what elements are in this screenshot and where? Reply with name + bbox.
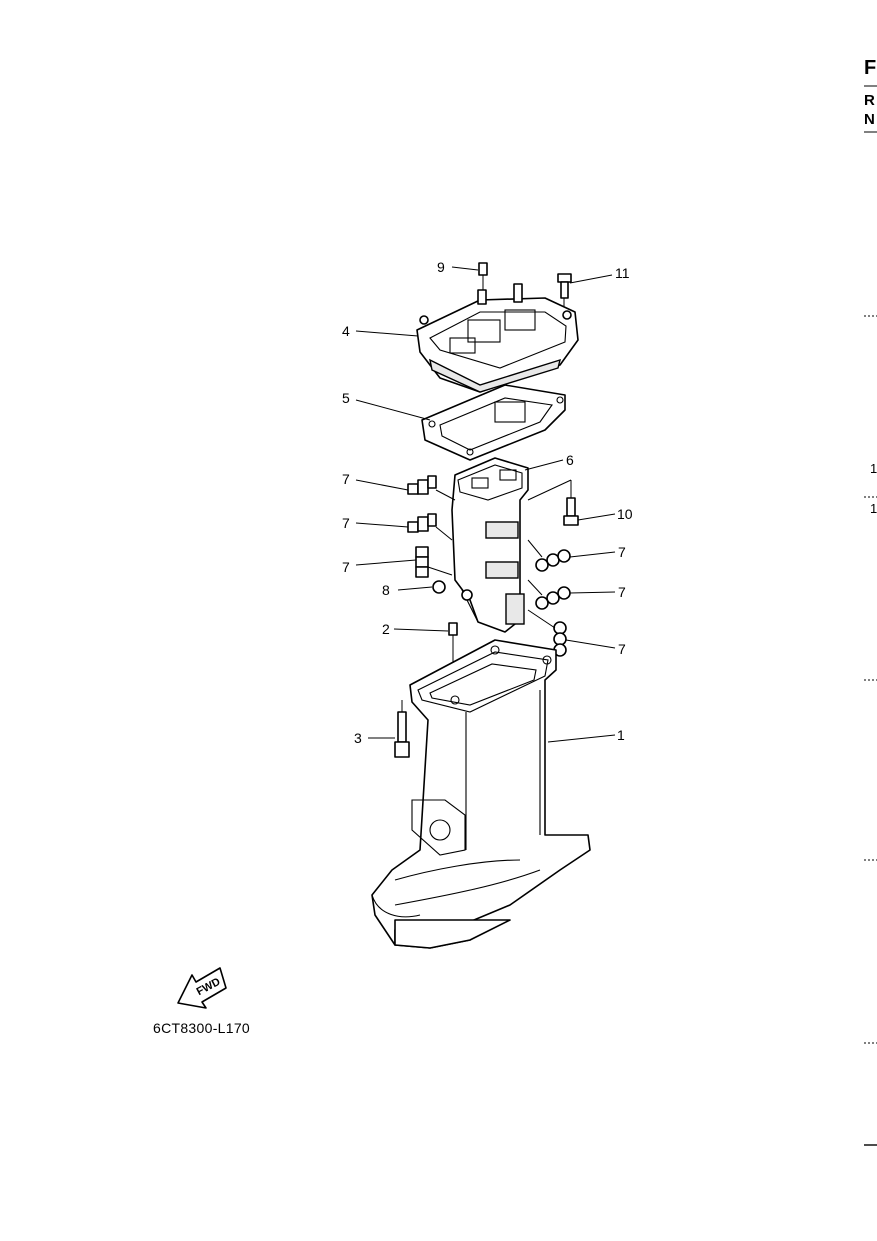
callout-3: 3	[354, 730, 362, 746]
part-7-damper-e	[535, 586, 571, 610]
edge-letter-n: N	[864, 111, 875, 128]
callout-5: 5	[342, 390, 350, 406]
callout-11: 11	[615, 265, 630, 281]
fwd-arrow-icon	[177, 967, 227, 1009]
callout-1: 1	[617, 727, 625, 743]
callout-7-b: 7	[342, 515, 350, 531]
callout-7-c: 7	[342, 559, 350, 575]
part-7-damper-c	[415, 546, 429, 578]
callout-7-d: 7	[618, 544, 626, 560]
edge-mark-1b: 1	[870, 501, 877, 516]
diagram-code: 6CT8300-L170	[153, 1020, 250, 1036]
edge-mark-1a: 1	[870, 461, 877, 476]
callout-4: 4	[342, 323, 350, 339]
callout-7-f: 7	[618, 641, 626, 657]
part-7-damper-a	[407, 475, 437, 495]
edge-letter-r: R	[864, 92, 875, 109]
callout-7-e: 7	[618, 584, 626, 600]
part-10-bolt	[563, 480, 579, 526]
part-4-upper-casing	[416, 283, 579, 393]
part-7-damper-d	[535, 549, 571, 572]
edge-letter-f: F	[864, 57, 877, 79]
part-7-damper-f	[553, 621, 567, 657]
part-8-plug	[432, 580, 446, 594]
callout-9: 9	[437, 259, 445, 275]
callout-8: 8	[382, 582, 390, 598]
callout-6: 6	[566, 452, 574, 468]
callout-2: 2	[382, 621, 390, 637]
callout-10: 10	[617, 506, 633, 522]
callout-7-a: 7	[342, 471, 350, 487]
part-6-exhaust-guide	[451, 457, 529, 633]
part-7-damper-b	[407, 513, 437, 533]
right-edge-rules	[864, 85, 877, 1146]
leader-lines	[355, 266, 616, 743]
part-3-bolt	[394, 700, 410, 758]
part-1-upper-casing	[371, 639, 591, 949]
part-5-gasket	[421, 384, 566, 461]
